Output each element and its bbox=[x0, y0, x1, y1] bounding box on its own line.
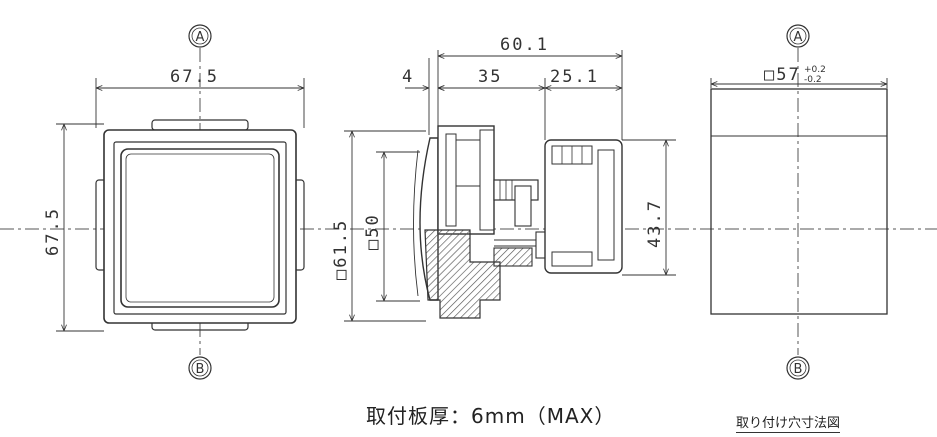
side-body-square-label: □61.5 bbox=[331, 219, 351, 280]
front-marker-a: A bbox=[188, 24, 212, 48]
side-dim-b-label: 35 bbox=[478, 67, 502, 87]
cutout-marker-a: A bbox=[786, 24, 810, 48]
svg-text:A: A bbox=[196, 30, 205, 45]
side-view: 60.1 4 35 25.1 □61.5 □50 bbox=[331, 35, 676, 322]
cutout-square-label: □57 bbox=[764, 65, 801, 85]
front-marker-b: B bbox=[188, 356, 212, 380]
cutout-square bbox=[710, 88, 888, 315]
cutout-title-caption: 取り付け穴寸法図 bbox=[736, 412, 841, 433]
front-width-label: 67.5 bbox=[170, 67, 219, 87]
cutout-tol-upper: +0.2 bbox=[804, 65, 826, 75]
side-dim-c-label: 25.1 bbox=[550, 67, 599, 87]
panel-thickness-caption: 取付板厚：6mm（MAX） bbox=[366, 404, 616, 428]
front-view: 67.5 67.5 A B bbox=[43, 24, 305, 380]
front-button-face bbox=[120, 148, 280, 308]
svg-text:B: B bbox=[196, 362, 205, 377]
side-switch-unit bbox=[544, 139, 623, 274]
svg-text:A: A bbox=[794, 30, 803, 45]
front-height-label: 67.5 bbox=[43, 207, 63, 256]
front-bezel bbox=[103, 129, 297, 324]
cutout-marker-b: B bbox=[786, 356, 810, 380]
side-unit-height-label: 43.7 bbox=[645, 199, 665, 248]
cutout-tol-lower: -0.2 bbox=[804, 75, 822, 85]
svg-text:B: B bbox=[794, 362, 803, 377]
side-overall-label: 60.1 bbox=[500, 35, 549, 55]
cutout-view: □57 +0.2 -0.2 A B bbox=[710, 24, 888, 380]
side-dim-a-label: 4 bbox=[402, 67, 414, 87]
side-inner-square-label: □50 bbox=[363, 213, 383, 250]
side-hatched-bezel bbox=[424, 229, 501, 319]
